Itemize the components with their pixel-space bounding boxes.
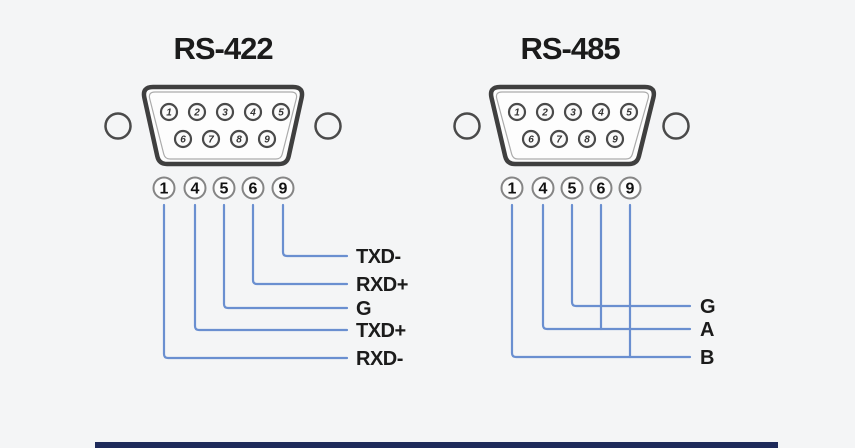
breakout-pin-number: 5 bbox=[568, 181, 577, 198]
pin-circle bbox=[507, 102, 527, 122]
pin-circle bbox=[619, 102, 639, 122]
wire-line bbox=[510, 203, 692, 359]
bottom-accent-bar bbox=[95, 442, 778, 448]
db9-connector-bevel bbox=[148, 91, 298, 160]
breakout-pin-number: 1 bbox=[160, 181, 169, 198]
wire-line bbox=[222, 203, 349, 310]
pin-number: 5 bbox=[626, 108, 632, 119]
pin-number: 7 bbox=[208, 135, 214, 146]
pin-number: 2 bbox=[193, 108, 200, 119]
breakout-pin-badge bbox=[560, 176, 584, 200]
signal-label: G bbox=[356, 298, 371, 320]
pin-number: 6 bbox=[528, 135, 534, 146]
breakout-pin-badge bbox=[618, 176, 642, 200]
wire-line bbox=[193, 203, 349, 332]
pin-circle bbox=[535, 102, 555, 122]
mounting-hole-icon bbox=[662, 112, 690, 140]
breakout-pin-badge bbox=[271, 176, 295, 200]
breakout-pin-number: 6 bbox=[249, 181, 258, 198]
db9-connector-shell bbox=[141, 84, 305, 167]
wire-line bbox=[251, 203, 349, 286]
pin-number: 4 bbox=[249, 108, 256, 119]
diagram-title-rs485: RS-485 bbox=[520, 31, 620, 66]
breakout-pin-badge bbox=[241, 176, 265, 200]
signal-label: B bbox=[700, 347, 714, 369]
pin-circle bbox=[243, 102, 263, 122]
pin-circle bbox=[591, 102, 611, 122]
breakout-pin-number: 4 bbox=[539, 181, 548, 198]
pin-number: 8 bbox=[584, 135, 590, 146]
pin-circle bbox=[521, 129, 541, 149]
wire-line bbox=[281, 203, 349, 258]
pin-circle bbox=[605, 129, 625, 149]
pin-number: 3 bbox=[222, 108, 228, 119]
pin-circle bbox=[563, 102, 583, 122]
breakout-pin-badge bbox=[589, 176, 613, 200]
wire-line bbox=[541, 203, 692, 331]
db9-connector-shell bbox=[488, 84, 657, 167]
signal-label: TXD+ bbox=[356, 320, 406, 342]
pin-circle bbox=[159, 102, 179, 122]
pin-number: 5 bbox=[278, 108, 284, 119]
breakout-pin-badge bbox=[212, 176, 236, 200]
signal-label: G bbox=[700, 296, 715, 318]
mounting-hole-icon bbox=[453, 112, 481, 140]
pin-circle bbox=[257, 129, 277, 149]
pin-circle bbox=[549, 129, 569, 149]
pin-number: 1 bbox=[166, 108, 172, 119]
signal-label: RXD- bbox=[356, 348, 403, 370]
pin-circle bbox=[215, 102, 235, 122]
wire-line bbox=[570, 203, 692, 308]
db9-connector-bevel bbox=[495, 91, 650, 160]
pin-circle bbox=[229, 129, 249, 149]
diagram-title-rs422: RS-422 bbox=[173, 31, 273, 66]
breakout-pin-badge bbox=[183, 176, 207, 200]
wire-line bbox=[162, 203, 349, 360]
breakout-pin-badge bbox=[531, 176, 555, 200]
pin-number: 1 bbox=[514, 108, 520, 119]
pin-number: 9 bbox=[264, 135, 270, 146]
breakout-pin-badge bbox=[152, 176, 176, 200]
signal-label: A bbox=[700, 319, 714, 341]
pin-number: 8 bbox=[236, 135, 242, 146]
signal-label: TXD- bbox=[356, 246, 401, 268]
mounting-hole-icon bbox=[314, 112, 342, 140]
pin-circle bbox=[173, 129, 193, 149]
breakout-pin-number: 6 bbox=[597, 181, 606, 198]
pin-circle bbox=[187, 102, 207, 122]
pin-number: 3 bbox=[570, 108, 576, 119]
breakout-pin-badge bbox=[500, 176, 524, 200]
pin-circle bbox=[271, 102, 291, 122]
pin-circle bbox=[577, 129, 597, 149]
pin-number: 7 bbox=[556, 135, 562, 146]
pin-number: 2 bbox=[541, 108, 548, 119]
pin-circle bbox=[201, 129, 221, 149]
signal-label: RXD+ bbox=[356, 274, 408, 296]
pin-number: 6 bbox=[180, 135, 186, 146]
breakout-pin-number: 9 bbox=[626, 181, 635, 198]
pin-number: 4 bbox=[597, 108, 604, 119]
mounting-hole-icon bbox=[104, 112, 132, 140]
breakout-pin-number: 5 bbox=[220, 181, 229, 198]
breakout-pin-number: 9 bbox=[279, 181, 288, 198]
pin-number: 9 bbox=[612, 135, 618, 146]
breakout-pin-number: 1 bbox=[508, 181, 517, 198]
breakout-pin-number: 4 bbox=[191, 181, 200, 198]
